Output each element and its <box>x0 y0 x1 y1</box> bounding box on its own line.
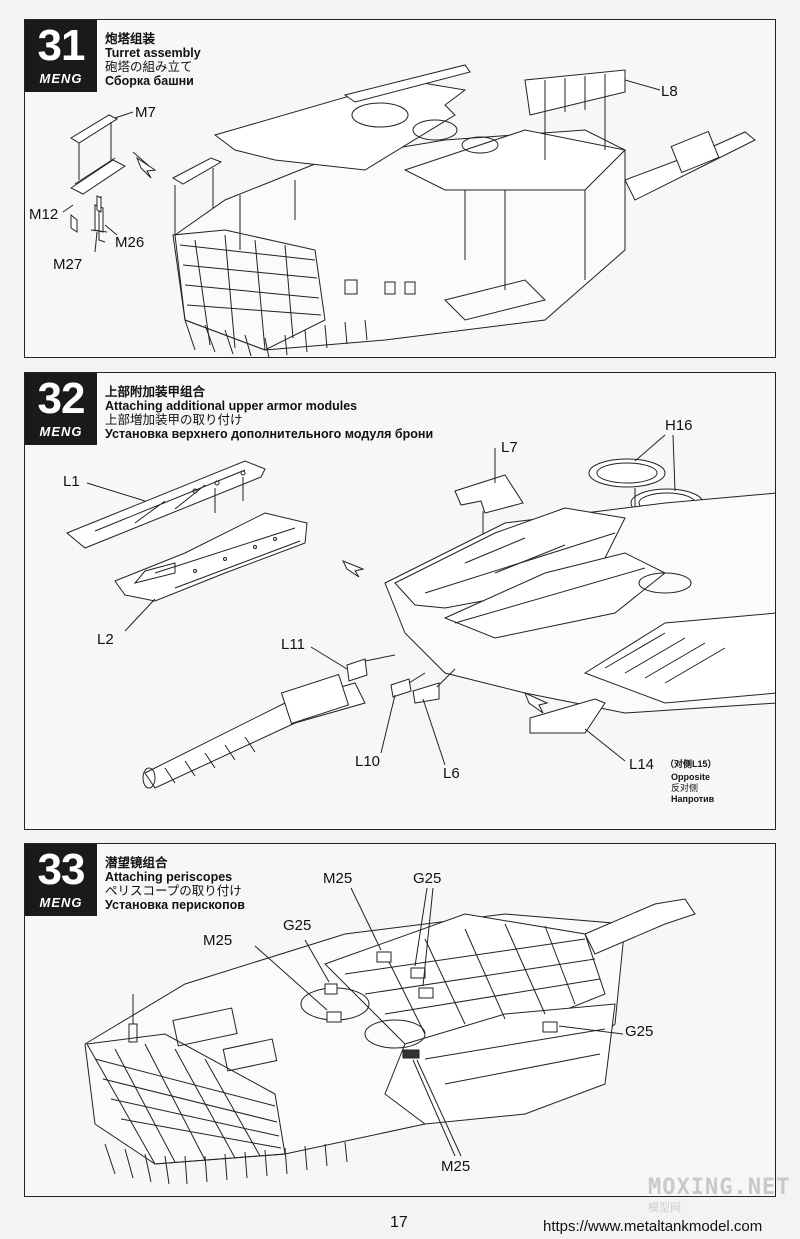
step-titles: 炮塔组装 Turret assembly 砲塔の組み立て Сборка башн… <box>105 32 201 88</box>
title-ru: Сборка башни <box>105 74 194 88</box>
step-titles: 上部附加装甲组合 Attaching additional upper armo… <box>105 385 433 441</box>
part-label-m7: M7 <box>135 104 156 121</box>
part-label-l1: L1 <box>63 473 80 490</box>
step-33-periscopes: 33 MENG 潜望镜组合 Attaching periscopes ペリスコー… <box>24 843 776 1197</box>
note-opposite-ru: Напротив <box>671 794 715 804</box>
brand-logo: MENG <box>39 71 83 86</box>
turret-body <box>172 64 756 357</box>
title-zh: 上部附加装甲组合 <box>105 385 206 399</box>
part-label-l14: L14 <box>629 756 655 773</box>
step-number-badge: 31 MENG <box>25 20 97 92</box>
step-number-badge: 33 MENG <box>25 844 97 916</box>
part-label-l6: L6 <box>443 765 460 782</box>
step-number: 31 <box>37 21 86 70</box>
upper-armor-diagram <box>66 434 775 789</box>
title-zh: 炮塔组装 <box>105 32 156 46</box>
part-label-l11: L11 <box>281 636 305 653</box>
title-ja: ペリスコープの取り付け <box>105 884 242 898</box>
footer-url: https://www.metaltankmodel.com <box>543 1218 763 1235</box>
note-opposite-zh: 反对侧 <box>671 783 699 793</box>
sub-assembly-m7-m12 <box>70 114 126 243</box>
part-label-m25-left: M25 <box>203 932 233 949</box>
part-label-m25-top: M25 <box>323 870 353 887</box>
title-zh: 潜望镜组合 <box>105 856 168 870</box>
watermark-text: MOXING.NET <box>648 1175 791 1200</box>
brand-logo: MENG <box>39 424 83 439</box>
step-number-badge: 32 MENG <box>25 373 97 445</box>
part-label-m25-bottom: M25 <box>441 1158 471 1175</box>
part-label-g25-right: G25 <box>625 1023 654 1040</box>
part-label-g25-top: G25 <box>413 870 442 887</box>
brand-logo: MENG <box>39 895 83 910</box>
part-label-l8: L8 <box>661 83 678 100</box>
title-ja: 上部増加装甲の取り付け <box>105 413 243 427</box>
step-titles: 潜望镜组合 Attaching periscopes ペリスコープの取り付け У… <box>105 856 245 912</box>
title-ru: Установка верхнего дополнительного модул… <box>105 427 434 441</box>
step-number: 33 <box>37 845 86 894</box>
part-label-l10: L10 <box>355 753 381 770</box>
turret-assembly-diagram <box>62 64 756 357</box>
title-en: Attaching periscopes <box>105 870 233 884</box>
part-label-m26: M26 <box>115 234 145 251</box>
title-ru: Установка перископов <box>105 898 245 912</box>
part-note-l15: （对侧L15） <box>665 759 717 769</box>
part-label-m12: M12 <box>29 206 59 223</box>
note-opposite-en: Opposite <box>671 772 711 782</box>
part-label-l2: L2 <box>97 631 114 648</box>
step-number: 32 <box>37 374 86 423</box>
part-label-m27: M27 <box>53 256 83 273</box>
watermark-subtext: 模型网 <box>648 1202 681 1214</box>
periscopes-diagram <box>84 887 696 1185</box>
title-en: Attaching additional upper armor modules <box>105 399 358 413</box>
armor-plate-l2 <box>114 512 308 602</box>
title-en: Turret assembly <box>105 46 201 60</box>
part-label-g25-left: G25 <box>283 917 312 934</box>
title-ja: 砲塔の組み立て <box>105 60 193 74</box>
page-number: 17 <box>390 1214 408 1231</box>
step-32-upper-armor: 32 MENG 上部附加装甲组合 Attaching additional up… <box>24 372 776 830</box>
part-label-h16: H16 <box>665 417 693 434</box>
part-label-l7: L7 <box>501 439 518 456</box>
step-31-turret-assembly: 31 MENG 炮塔组装 Turret assembly 砲塔の組み立て Сбо… <box>24 19 776 358</box>
